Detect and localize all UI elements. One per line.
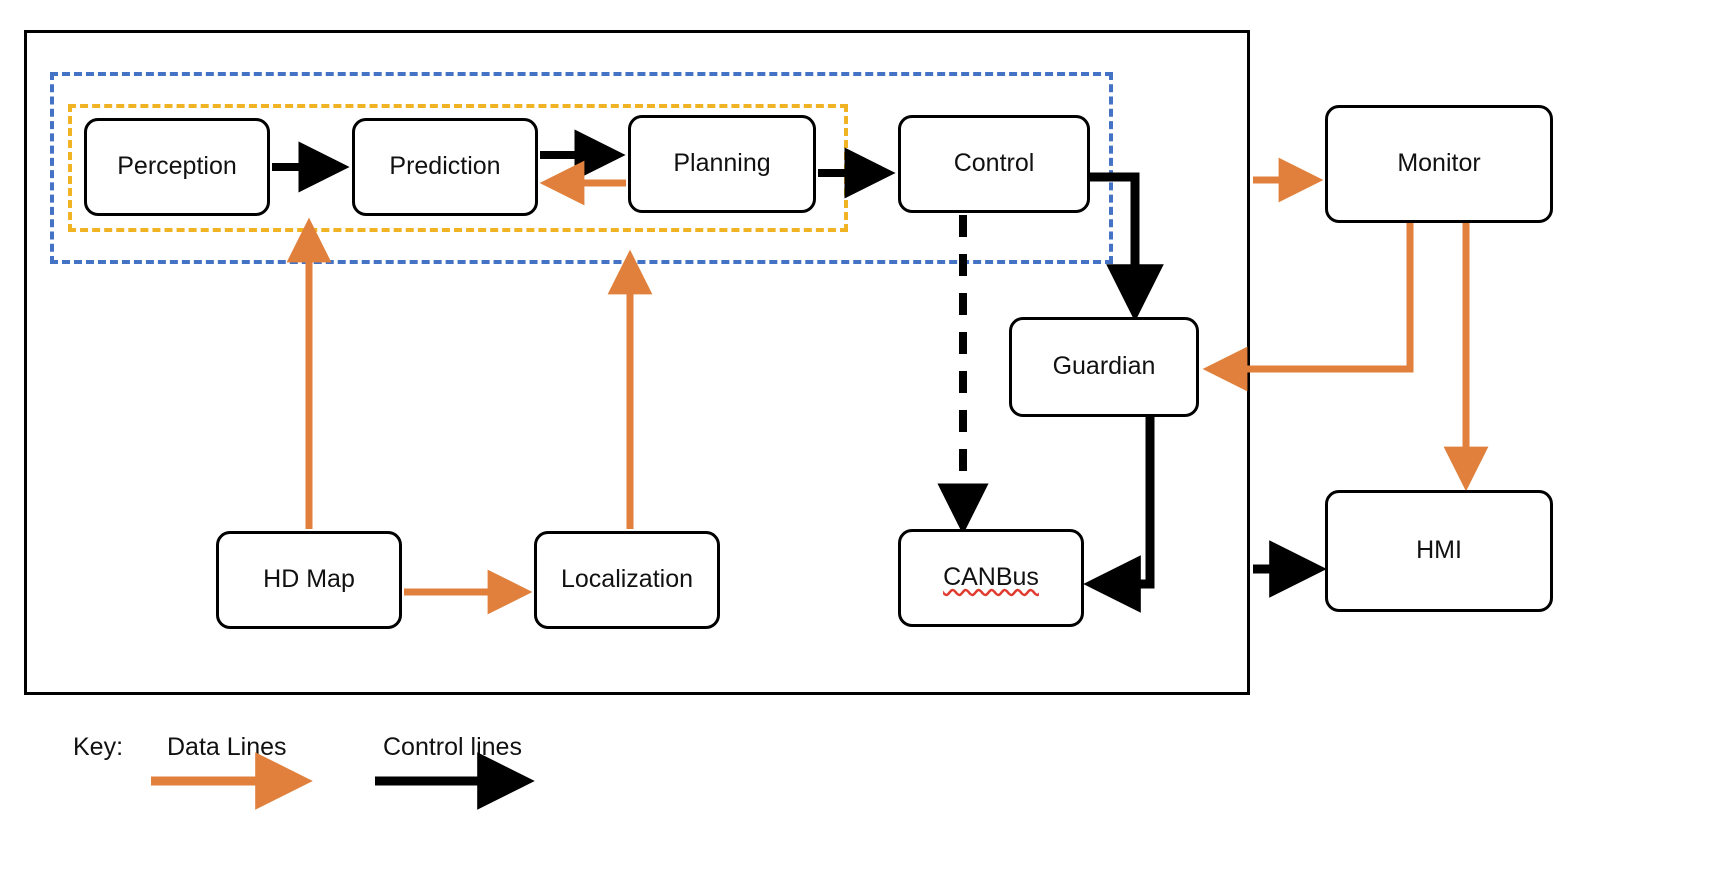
key-legend: Key: Data Lines Control lines — [0, 720, 1732, 882]
node-localization[interactable]: Localization — [534, 531, 720, 629]
node-label: Perception — [117, 152, 237, 181]
node-guardian[interactable]: Guardian — [1009, 317, 1199, 417]
node-control[interactable]: Control — [898, 115, 1090, 213]
key-item-label-data-lines: Data Lines — [167, 733, 287, 761]
node-label: Control — [953, 149, 1035, 178]
node-label: Localization — [560, 565, 694, 594]
node-label: Prediction — [389, 152, 501, 181]
node-perception[interactable]: Perception — [84, 118, 270, 216]
node-prediction[interactable]: Prediction — [352, 118, 538, 216]
node-label: CANBus — [943, 563, 1039, 592]
key-title: Key: — [73, 733, 124, 761]
node-label: HMI — [1416, 536, 1462, 565]
node-hmi[interactable]: HMI — [1325, 490, 1553, 612]
node-label: HD Map — [263, 565, 355, 594]
node-label: Guardian — [1052, 352, 1156, 381]
node-hd-map[interactable]: HD Map — [216, 531, 402, 629]
node-label: Monitor — [1397, 149, 1481, 178]
node-label: Planning — [673, 149, 771, 178]
node-planning[interactable]: Planning — [628, 115, 816, 213]
node-canbus[interactable]: CANBus — [898, 529, 1084, 627]
key-item-label-control-lines: Control lines — [383, 733, 522, 761]
group-blue-dashed — [50, 72, 1113, 264]
node-monitor[interactable]: Monitor — [1325, 105, 1553, 223]
